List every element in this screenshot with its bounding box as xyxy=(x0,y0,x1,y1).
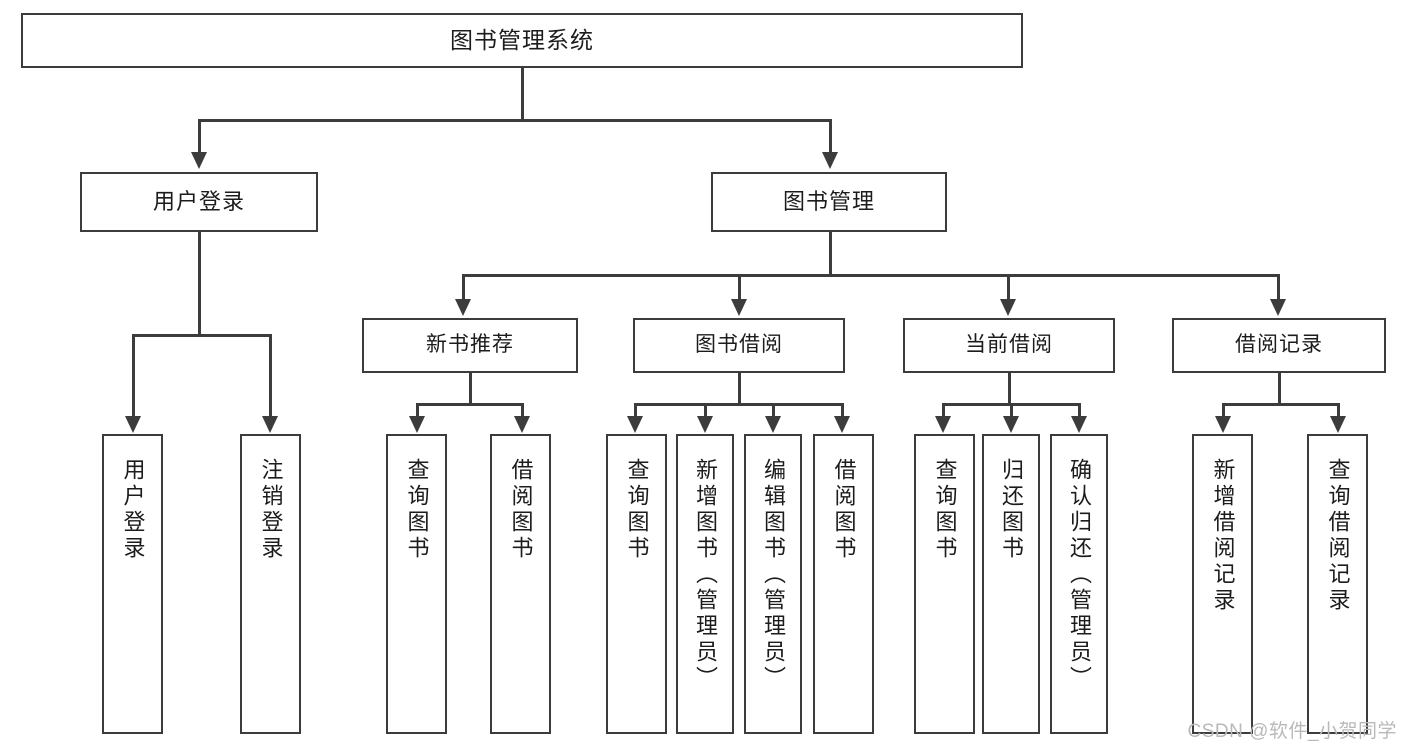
arrowhead-book-borrow-child1 xyxy=(627,416,643,433)
node-label: 图书借阅 xyxy=(695,333,783,357)
arrowhead-bm-to-current-borrow xyxy=(1000,299,1016,316)
connector-user-login-child1 xyxy=(132,334,135,419)
leaf-new-book-borrow-book[interactable]: 借阅图书 xyxy=(490,434,551,734)
connector-current-borrow-child2 xyxy=(1010,403,1013,421)
node-label: 借阅图书 xyxy=(831,458,857,562)
node-label: 借阅记录 xyxy=(1235,333,1323,357)
leaf-new-book-query-book[interactable]: 查询图书 xyxy=(386,434,447,734)
connector-bm-to-new-book xyxy=(462,274,465,302)
node-book-management[interactable]: 图书管理 xyxy=(711,172,947,232)
arrowhead-current-borrow-child1 xyxy=(935,416,951,433)
node-borrow-record[interactable]: 借阅记录 xyxy=(1172,318,1386,373)
leaf-current-borrow-return-book[interactable]: 归还图书 xyxy=(982,434,1040,734)
connector-user-login-bus xyxy=(132,334,272,337)
connector-new-book-stem xyxy=(469,373,472,405)
arrowhead-bm-to-new-book xyxy=(455,299,471,316)
node-label: 查询借阅记录 xyxy=(1325,458,1351,614)
arrowhead-new-book-child1 xyxy=(409,416,425,433)
connector-book-borrow-child4 xyxy=(841,403,844,421)
node-label: 新增图书（管理员） xyxy=(693,458,718,692)
connector-root-to-user-login xyxy=(198,119,201,155)
connector-borrow-record-child2 xyxy=(1337,403,1340,421)
connector-current-borrow-stem xyxy=(1008,373,1011,405)
connector-new-book-child1 xyxy=(416,403,419,421)
connector-root-bus xyxy=(198,119,832,122)
connector-user-login-stem xyxy=(198,232,201,336)
node-label: 图书管理系统 xyxy=(450,27,594,54)
arrowhead-current-borrow-child2 xyxy=(1003,416,1019,433)
arrowhead-user-login-child1 xyxy=(125,416,141,433)
arrowhead-new-book-child2 xyxy=(514,416,530,433)
leaf-current-borrow-query-book[interactable]: 查询图书 xyxy=(914,434,975,734)
node-new-book-recommend[interactable]: 新书推荐 xyxy=(362,318,578,373)
leaf-book-borrow-add-book-admin[interactable]: 新增图书（管理员） xyxy=(676,434,734,734)
leaf-current-borrow-confirm-return-admin[interactable]: 确认归还（管理员） xyxy=(1050,434,1108,734)
arrowhead-root-to-user-login xyxy=(191,152,207,169)
node-label: 新书推荐 xyxy=(426,333,514,357)
leaf-book-borrow-borrow-book[interactable]: 借阅图书 xyxy=(813,434,874,734)
connector-borrow-record-bus xyxy=(1222,403,1337,406)
connector-user-login-child2 xyxy=(269,334,272,419)
leaf-borrow-record-add-record[interactable]: 新增借阅记录 xyxy=(1192,434,1253,734)
node-label: 编辑图书（管理员） xyxy=(761,458,786,692)
connector-root-to-book-management xyxy=(829,119,832,155)
connector-current-borrow-child3 xyxy=(1078,403,1081,421)
connector-new-book-child2 xyxy=(521,403,524,421)
node-label: 用户登录 xyxy=(120,458,146,562)
node-label: 查询图书 xyxy=(404,458,430,562)
node-label: 查询图书 xyxy=(932,458,958,562)
connector-root-stem xyxy=(521,68,524,120)
arrowhead-bm-to-borrow-record xyxy=(1270,299,1286,316)
connector-book-management-bus xyxy=(462,274,1280,277)
connector-book-borrow-child2 xyxy=(704,403,707,421)
connector-bm-to-borrow-record xyxy=(1277,274,1280,302)
leaf-user-login-login[interactable]: 用户登录 xyxy=(102,434,163,734)
node-root-book-management-system[interactable]: 图书管理系统 xyxy=(21,13,1023,68)
connector-bm-to-book-borrow xyxy=(738,274,741,302)
connector-book-borrow-bus xyxy=(634,403,844,406)
arrowhead-bm-to-book-borrow xyxy=(731,299,747,316)
arrowhead-root-to-book-management xyxy=(822,152,838,169)
node-label: 确认归还（管理员） xyxy=(1067,458,1092,692)
node-label: 注销登录 xyxy=(258,458,284,562)
connector-book-borrow-stem xyxy=(738,373,741,405)
connector-borrow-record-child1 xyxy=(1222,403,1225,421)
connector-book-management-stem xyxy=(829,232,832,276)
leaf-book-borrow-query-book[interactable]: 查询图书 xyxy=(606,434,667,734)
arrowhead-borrow-record-child2 xyxy=(1330,416,1346,433)
node-label: 查询图书 xyxy=(624,458,650,562)
node-book-borrow[interactable]: 图书借阅 xyxy=(633,318,845,373)
node-label: 用户登录 xyxy=(152,189,245,215)
node-label: 归还图书 xyxy=(999,458,1024,562)
node-user-login[interactable]: 用户登录 xyxy=(80,172,318,232)
arrowhead-book-borrow-child2 xyxy=(697,416,713,433)
arrowhead-current-borrow-child3 xyxy=(1071,416,1087,433)
leaf-borrow-record-query-record[interactable]: 查询借阅记录 xyxy=(1307,434,1368,734)
connector-bm-to-current-borrow xyxy=(1007,274,1010,302)
node-label: 当前借阅 xyxy=(965,333,1053,357)
arrowhead-user-login-child2 xyxy=(262,416,278,433)
node-current-borrow[interactable]: 当前借阅 xyxy=(903,318,1115,373)
leaf-user-login-logout[interactable]: 注销登录 xyxy=(240,434,301,734)
connector-book-borrow-child1 xyxy=(634,403,637,421)
arrowhead-borrow-record-child1 xyxy=(1215,416,1231,433)
connector-current-borrow-child1 xyxy=(942,403,945,421)
connector-new-book-bus xyxy=(416,403,524,406)
arrowhead-book-borrow-child3 xyxy=(765,416,781,433)
node-label: 新增借阅记录 xyxy=(1210,458,1236,614)
arrowhead-book-borrow-child4 xyxy=(834,416,850,433)
node-label: 图书管理 xyxy=(782,189,875,215)
connector-borrow-record-stem xyxy=(1278,373,1281,405)
leaf-book-borrow-edit-book-admin[interactable]: 编辑图书（管理员） xyxy=(744,434,802,734)
node-label: 借阅图书 xyxy=(508,458,534,562)
connector-book-borrow-child3 xyxy=(772,403,775,421)
